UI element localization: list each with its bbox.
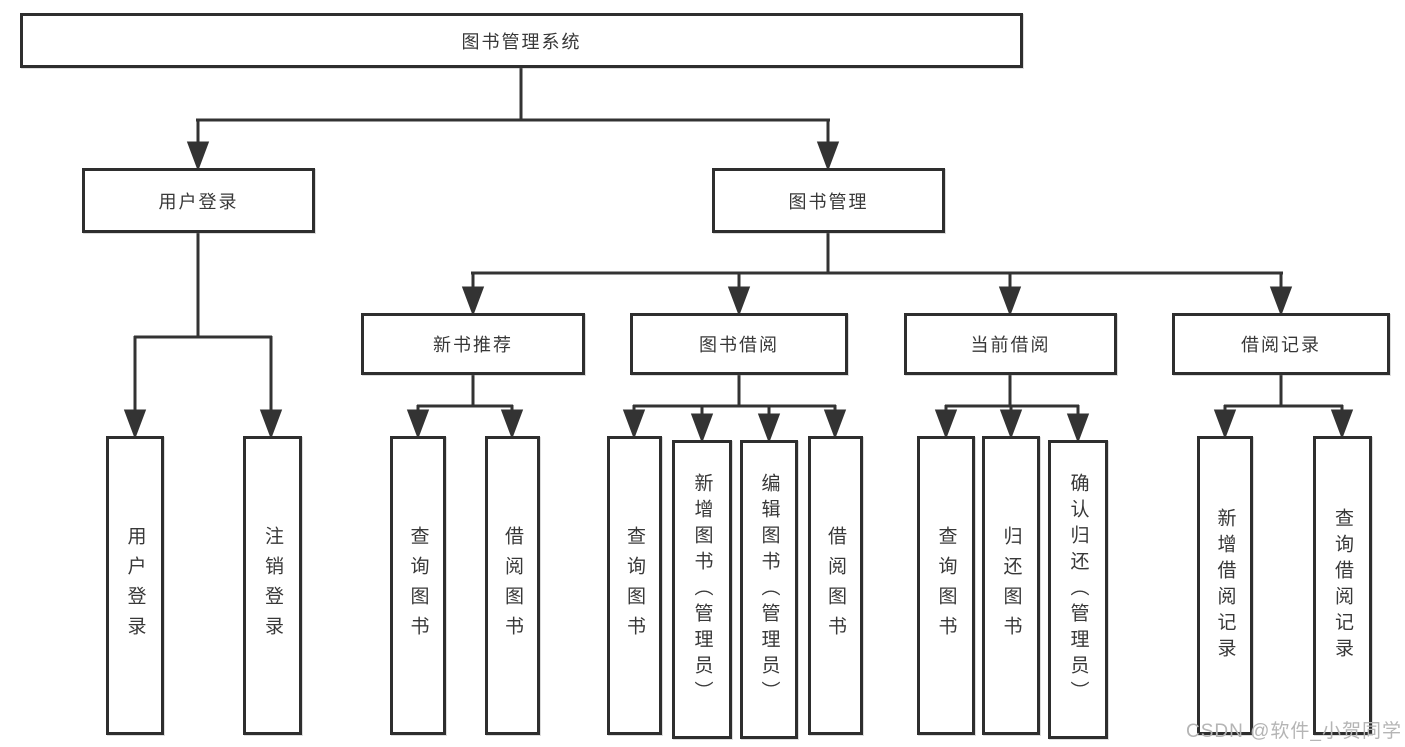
leaf-query-borrow-record-label: 查询借阅记录 [1332,507,1353,664]
node-book-management-label: 图书管理 [788,191,869,212]
leaf-edit-book-admin-label: 编辑图书（管理员） [758,472,780,707]
watermark: CSDN @软件_小贺同学 [1186,721,1402,742]
leaf-add-book-admin-label: 新增图书（管理员） [691,472,713,707]
leaf-return-book: 归还图书 [982,436,1040,735]
connectors-level2 [186,66,840,172]
leaf-user-login-label: 用户登录 [124,525,146,646]
connectors-new-book-group [406,374,524,440]
node-borrow-records: 借阅记录 [1172,313,1390,375]
leaf-query-books-2-label: 查询图书 [624,525,645,646]
leaf-user-login: 用户登录 [106,436,164,735]
node-book-management: 图书管理 [712,168,945,233]
leaf-query-books-3-label: 查询图书 [935,525,957,646]
leaf-borrow-books-2-label: 借阅图书 [825,525,846,646]
leaf-add-book-admin: 新增图书（管理员） [672,440,732,739]
connectors-level3 [461,231,1293,317]
node-book-borrow: 图书借阅 [630,313,848,375]
connectors-book-borrow-group [622,374,847,444]
node-book-borrow-label: 图书借阅 [699,335,779,355]
leaf-query-books-2: 查询图书 [607,436,662,735]
leaf-borrow-books-1: 借阅图书 [485,436,540,735]
node-current-borrow-label: 当前借阅 [970,335,1051,355]
leaf-query-books-3: 查询图书 [917,436,975,735]
node-user-login-label: 用户登录 [158,191,239,212]
connectors-user-login-group [123,231,283,440]
node-new-book-recommend: 新书推荐 [361,313,585,375]
leaf-logout-label: 注销登录 [262,525,283,646]
leaf-edit-book-admin: 编辑图书（管理员） [740,440,798,739]
leaf-confirm-return-admin: 确认归还（管理员） [1048,440,1108,739]
leaf-add-borrow-record-label: 新增借阅记录 [1214,507,1236,664]
node-root: 图书管理系统 [20,13,1023,68]
leaf-query-books-1-label: 查询图书 [407,525,429,646]
node-current-borrow: 当前借阅 [904,313,1117,375]
node-root-label: 图书管理系统 [461,31,582,52]
leaf-borrow-books-2: 借阅图书 [808,436,863,735]
connectors-current-borrow-group [934,374,1090,444]
leaf-confirm-return-admin-label: 确认归还（管理员） [1067,472,1089,707]
connectors-borrow-records-group [1213,374,1354,440]
leaf-add-borrow-record: 新增借阅记录 [1197,436,1253,735]
leaf-borrow-books-1-label: 借阅图书 [502,525,523,646]
leaf-query-books-1: 查询图书 [390,436,446,735]
node-user-login: 用户登录 [82,168,315,233]
leaf-return-book-label: 归还图书 [1000,525,1022,646]
node-new-book-recommend-label: 新书推荐 [433,335,513,355]
node-borrow-records-label: 借阅记录 [1241,335,1321,355]
leaf-logout: 注销登录 [243,436,302,735]
leaf-query-borrow-record: 查询借阅记录 [1313,436,1372,735]
